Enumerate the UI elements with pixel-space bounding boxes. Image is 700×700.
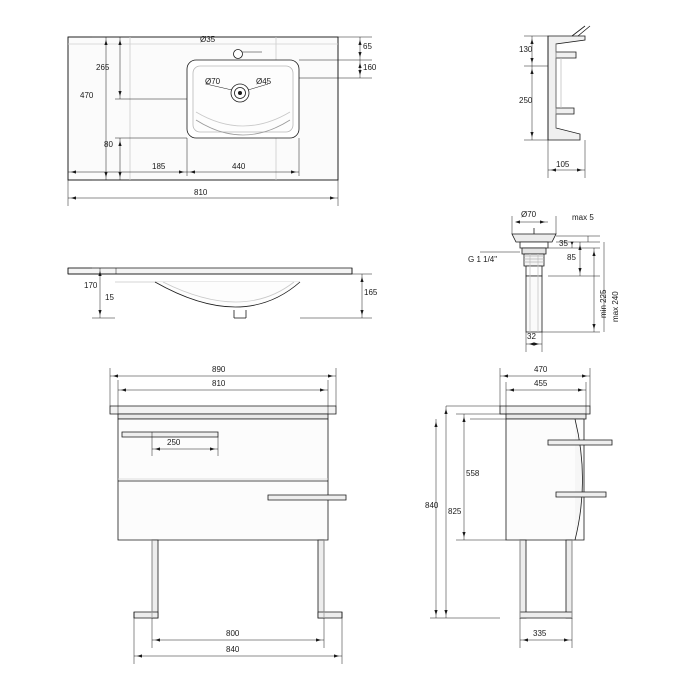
dim-label-455: 455 — [534, 379, 548, 388]
dim-label-470: 470 — [80, 91, 94, 100]
dim-label-825: 825 — [448, 507, 462, 516]
dim-label-g114: G 1 1/4" — [468, 255, 498, 264]
dim-label-840-side: 840 — [425, 501, 439, 510]
dim-label-185: 185 — [152, 162, 166, 171]
dim-label-max5: max 5 — [572, 213, 594, 222]
dim-label-170: 170 — [84, 281, 98, 290]
bracket-detail — [524, 25, 591, 178]
dim-label-d35: Ø35 — [200, 35, 216, 44]
dim-label-85-valve: 85 — [567, 253, 576, 262]
dim-label-810-top: 810 — [194, 188, 208, 197]
dim-label-max240: max 240 — [611, 291, 620, 322]
dim-label-32: 32 — [527, 332, 536, 341]
dim-label-470-side: 470 — [534, 365, 548, 374]
dim-label-335: 335 — [533, 629, 547, 638]
dim-label-65: 65 — [363, 42, 372, 51]
dim-label-d70: Ø70 — [205, 77, 221, 86]
dim-label-d70-valve: Ø70 — [521, 210, 537, 219]
waste-valve-detail — [480, 216, 605, 352]
dim-label-80: 80 — [104, 140, 113, 149]
dim-label-840: 840 — [226, 645, 240, 654]
dim-label-105: 105 — [556, 160, 570, 169]
dim-label-890: 890 — [212, 365, 226, 374]
dim-label-130: 130 — [519, 45, 533, 54]
dim-label-15: 15 — [105, 293, 114, 302]
dim-label-810-cabinet: 810 — [212, 379, 226, 388]
dim-label-250-bracket: 250 — [519, 96, 533, 105]
dim-label-d45: Ø45 — [256, 77, 272, 86]
dim-label-min225: min 225 — [599, 289, 608, 318]
dim-label-250-cabinet: 250 — [167, 438, 181, 447]
front-view-cabinet — [109, 368, 347, 664]
side-view-cabinet — [430, 368, 613, 648]
dim-label-165: 165 — [364, 288, 378, 297]
front-view-basin — [67, 267, 372, 319]
dim-label-160: 160 — [363, 63, 377, 72]
dim-label-800: 800 — [226, 629, 240, 638]
dim-label-558: 558 — [466, 469, 480, 478]
top-view-basin — [67, 36, 372, 206]
dim-label-265: 265 — [96, 63, 110, 72]
dim-label-35-valve: 35 — [559, 239, 568, 248]
dim-label-440: 440 — [232, 162, 246, 171]
